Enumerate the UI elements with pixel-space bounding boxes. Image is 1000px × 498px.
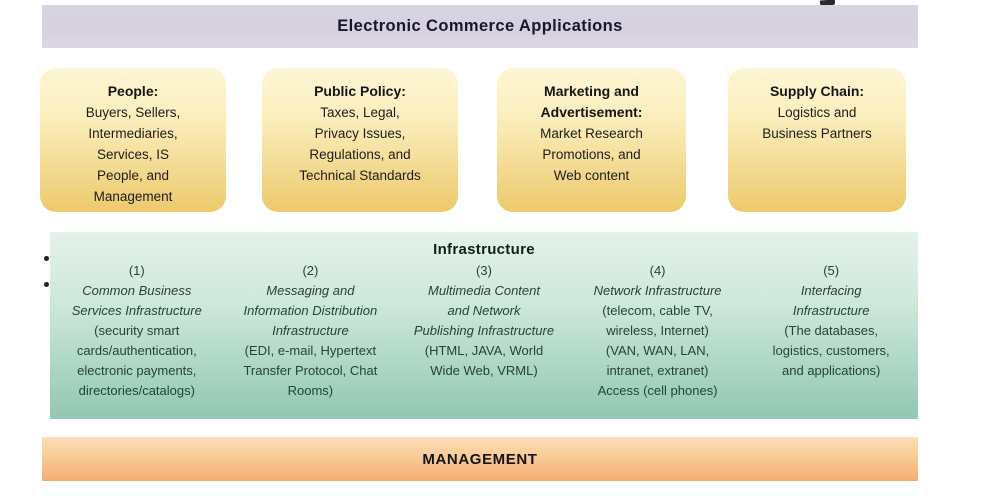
column-2-details: (EDI, e-mail, Hypertext Transfer Protoco… xyxy=(243,343,378,398)
column-4-name: Network Infrastructure xyxy=(593,283,722,298)
supply-chain-box: Supply Chain: Logistics and Business Par… xyxy=(728,68,906,212)
column-1-name: Common Business Services Infrastructure xyxy=(71,283,202,318)
supply-chain-box-body: Logistics and Business Partners xyxy=(762,105,872,141)
list-bullet-2 xyxy=(44,282,49,287)
marketing-box-body: Market Research Promotions, and Web cont… xyxy=(540,126,643,183)
applications-header-bar: Electronic Commerce Applications xyxy=(42,5,918,48)
management-title: MANAGEMENT xyxy=(422,450,538,468)
infrastructure-column-4: (4) Network Infrastructure (telecom, cab… xyxy=(571,261,745,401)
column-1-number: (1) xyxy=(128,263,145,278)
column-4-number: (4) xyxy=(649,263,666,278)
infrastructure-column-2: (2) Messaging and Information Distributi… xyxy=(224,261,398,401)
supply-chain-box-heading: Supply Chain: xyxy=(769,83,865,99)
people-box-heading: People: xyxy=(107,83,159,99)
column-5-number: (5) xyxy=(823,263,840,278)
public-policy-box-body: Taxes, Legal, Privacy Issues, Regulation… xyxy=(299,105,421,183)
people-box-body: Buyers, Sellers, Intermediaries, Service… xyxy=(85,105,181,204)
column-1-details: (security smart cards/authentication, el… xyxy=(76,323,197,398)
column-5-name: Interfacing Infrastructure xyxy=(792,283,870,318)
people-box: People: Buyers, Sellers, Intermediaries,… xyxy=(40,68,226,212)
public-policy-box: Public Policy: Taxes, Legal, Privacy Iss… xyxy=(262,68,458,212)
column-3-details: (HTML, JAVA, World Wide Web, VRML) xyxy=(424,343,544,378)
infrastructure-columns: (1) Common Business Services Infrastruct… xyxy=(50,261,918,401)
infrastructure-title: Infrastructure xyxy=(433,241,535,258)
column-2-name: Messaging and Information Distribution I… xyxy=(243,283,378,338)
management-bar: MANAGEMENT xyxy=(42,437,918,481)
column-4-details: (telecom, cable TV, wireless, Internet) … xyxy=(597,303,718,398)
infrastructure-panel: Infrastructure (1) Common Business Servi… xyxy=(50,232,918,419)
marketing-box-heading: Marketing and Advertisement: xyxy=(540,83,643,120)
infrastructure-column-5: (5) Interfacing Infrastructure (The data… xyxy=(744,261,918,401)
infrastructure-column-1: (1) Common Business Services Infrastruct… xyxy=(50,261,224,401)
marketing-box: Marketing and Advertisement: Market Rese… xyxy=(497,68,686,212)
column-5-details: (The databases, logistics, customers, an… xyxy=(772,323,890,378)
infrastructure-column-3: (3) Multimedia Content and Network Publi… xyxy=(397,261,571,401)
column-3-number: (3) xyxy=(476,263,492,278)
applications-title: Electronic Commerce Applications xyxy=(337,17,623,35)
column-3-name: Multimedia Content and Network Publishin… xyxy=(413,283,555,338)
list-bullet-1 xyxy=(44,256,49,261)
column-2-number: (2) xyxy=(302,263,319,278)
public-policy-box-heading: Public Policy: xyxy=(314,83,406,99)
